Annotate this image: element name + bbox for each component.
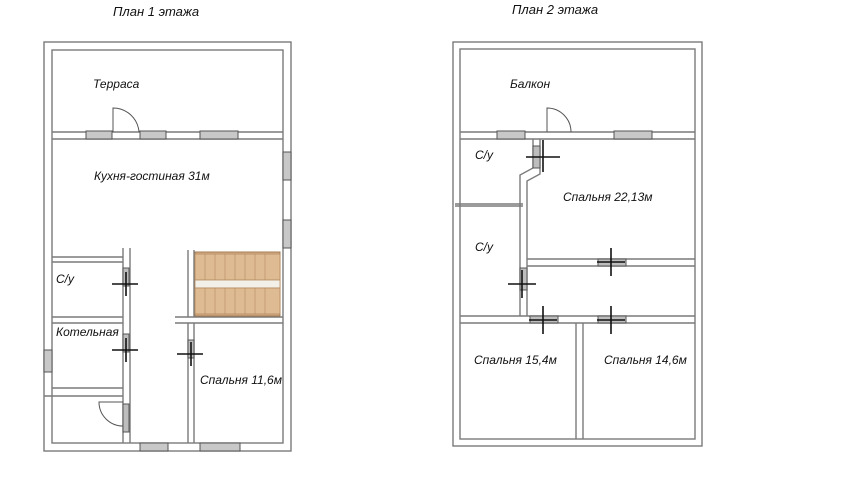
- window: [496, 130, 526, 140]
- window: [85, 130, 113, 140]
- room-label-bedroom-large: Спальня 22,13м: [563, 190, 653, 204]
- stair-rail: [194, 279, 281, 289]
- door: [122, 403, 130, 433]
- room-label-wc-lower: С/у: [475, 240, 494, 254]
- floor1-staircase: [194, 251, 281, 317]
- floor2-windows: [496, 130, 653, 140]
- floor1-plan: [43, 41, 292, 452]
- floor2-doors: [519, 107, 627, 324]
- stair-flight-lower: [194, 287, 281, 315]
- room-label-wc-upper: С/у: [475, 148, 494, 162]
- door-swing: [112, 107, 140, 133]
- window: [139, 130, 167, 140]
- floor1-title: План 1 этажа: [113, 4, 199, 19]
- room-label-boiler: Котельная: [56, 325, 119, 339]
- window: [43, 349, 53, 373]
- floor1-doors: [98, 107, 195, 433]
- window: [139, 442, 169, 452]
- floor1-outer-wall-outer: [43, 41, 292, 452]
- room-label-balcony: Балкон: [510, 77, 550, 91]
- floor2-outer-wall-outer: [452, 41, 703, 447]
- room-label-terrace: Терраса: [93, 77, 140, 91]
- room-label-kitchen: Кухня-гостиная 31м: [94, 169, 210, 183]
- room-label-wc: С/у: [56, 272, 75, 286]
- window: [282, 219, 292, 249]
- room-label-bedroom-right: Спальня 14,6м: [604, 353, 687, 367]
- room-label-bedroom-left: Спальня 15,4м: [474, 353, 557, 367]
- window: [613, 130, 653, 140]
- floor2-title: План 2 этажа: [512, 2, 598, 17]
- door-swing: [546, 107, 572, 133]
- stair-flight-upper: [194, 253, 281, 281]
- floor2-door-marks: [508, 140, 625, 334]
- floor2-outer-wall-inner: [459, 48, 696, 440]
- floor1-door-marks: [112, 272, 203, 366]
- door-swing: [98, 401, 124, 427]
- room-label-bedroom: Спальня 11,6м: [200, 373, 282, 387]
- window: [199, 442, 241, 452]
- window: [199, 130, 239, 140]
- window: [282, 151, 292, 181]
- floor1-windows: [43, 130, 292, 452]
- door: [519, 267, 528, 291]
